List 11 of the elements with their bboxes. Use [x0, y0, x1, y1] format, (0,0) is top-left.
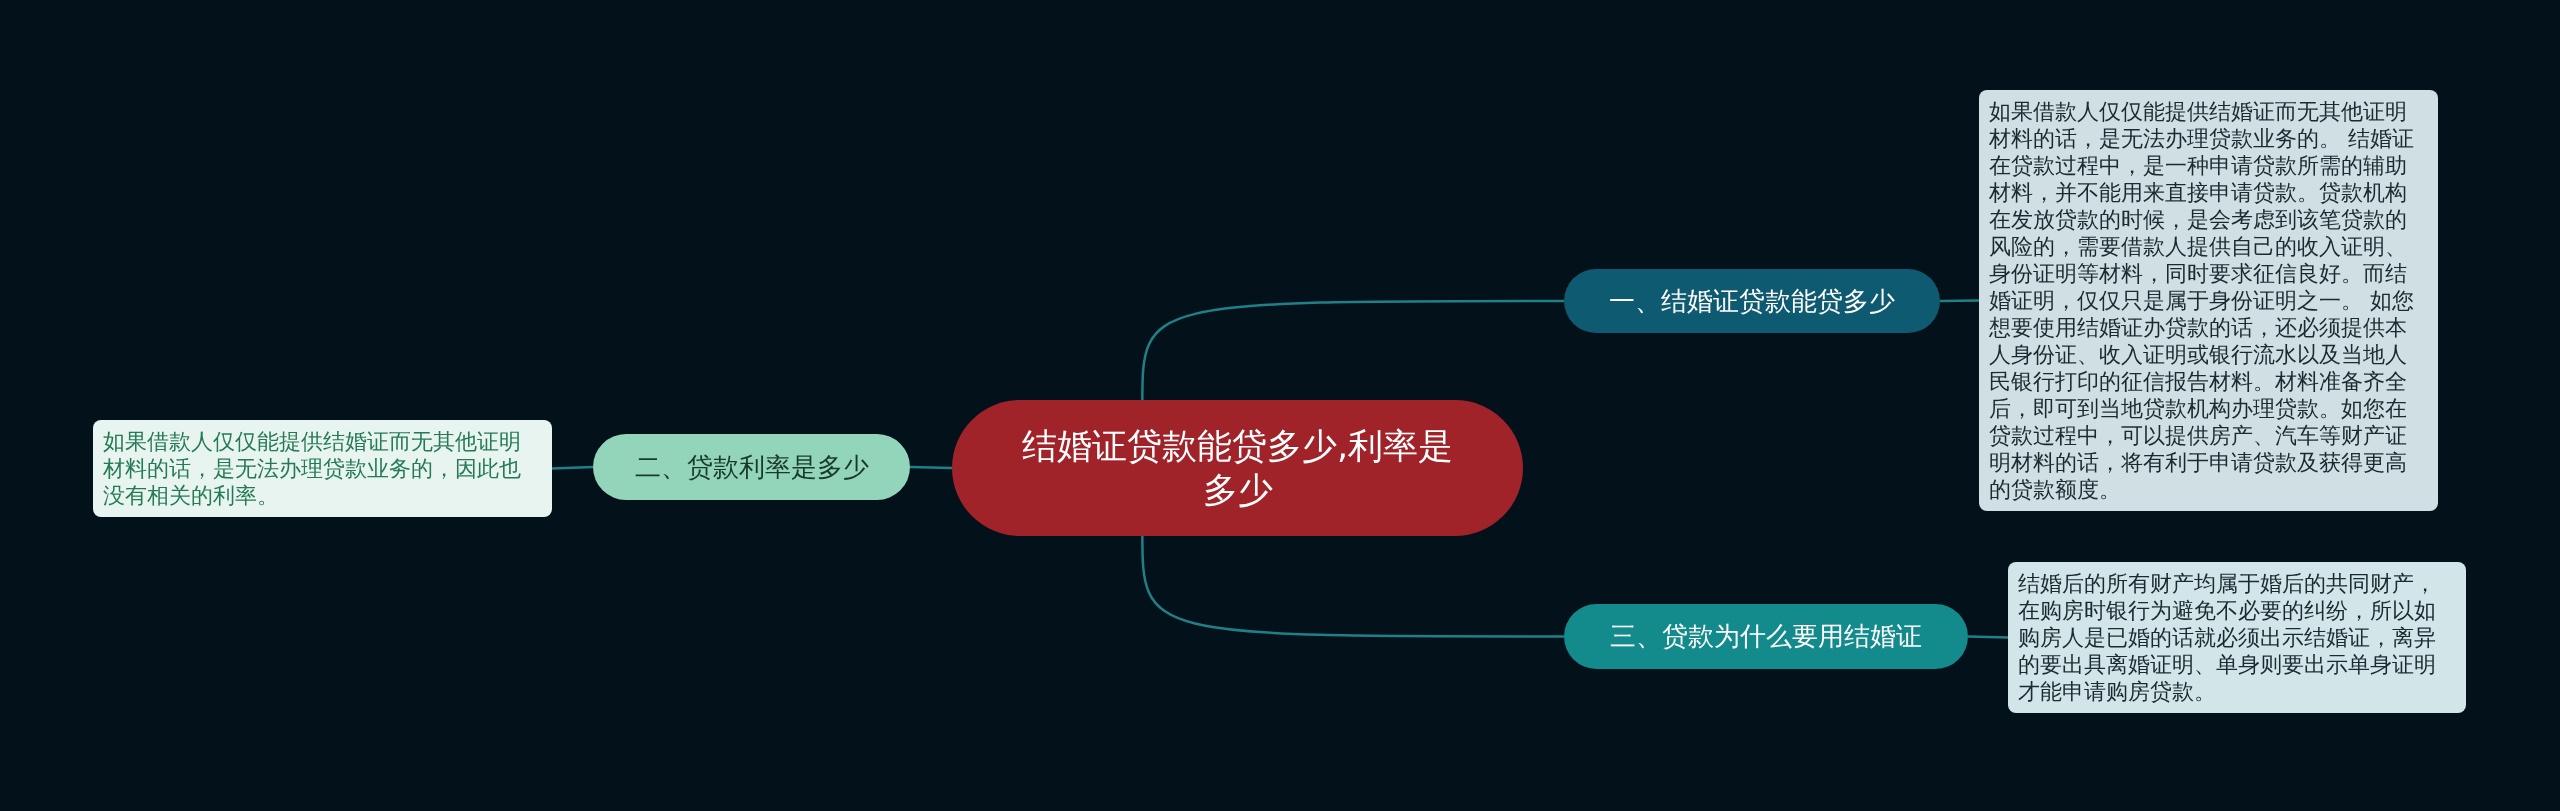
branch-box: 一、结婚证贷款能贷多少	[1564, 269, 1940, 333]
branch-box: 三、贷款为什么要用结婚证	[1564, 604, 1968, 669]
branch-box: 二、贷款利率是多少	[593, 434, 910, 500]
connector	[551, 465, 594, 470]
topic-box: 结婚证贷款能贷多少,利率是多少	[952, 400, 1523, 536]
note-box: 如果借款人仅仅能提供结婚证而无其他证明材料的话，是无法办理贷款业务的，因此也没有相关的利率。	[93, 420, 552, 517]
note-box: 结婚后的所有财产均属于婚后的共同财产，在购房时银行为避免不必要的纠纷，所以如购房人是已婚的话就必须出示结婚证，离异的要出具离婚证明、单身则要出示单身证明才能申请购房贷款。	[2008, 562, 2466, 713]
connector	[1967, 635, 2009, 639]
connector	[909, 465, 953, 470]
note-box: 如果借款人仅仅能提供结婚证而无其他证明材料的话，是无法办理贷款业务的。 结婚证在贷款过程中，是一种申请贷款所需的辅助材料，并不能用来直接申请贷款。贷款机构在发放贷款的时候，是会考虑到该笔贷款的风险的，需要借款人提供自己的收入证明、身份证明等材料，同时要求征信良好。而结婚证明，仅仅只是属于身份证明之一。 如您想要使用结婚证办贷款的话，还必须提供本人身份证、收入证明或银行流水以及当地人民银行打印的征信报告材料。材料准备齐全后，即可到当地贷款机构办理贷款。如您在贷款过程中，可以提供房产、汽车等财产证明材料的话，将有利于申请贷款及获得更高的贷款额度。	[1979, 90, 2438, 511]
connector	[1940, 299, 1979, 303]
